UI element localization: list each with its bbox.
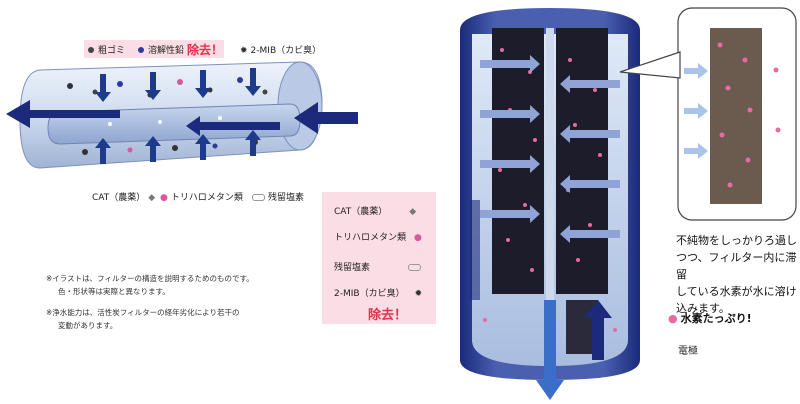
center-legend-mib: 2-MIB（カビ臭）✹	[334, 289, 423, 299]
top-legend-removed: 除去！	[187, 43, 224, 57]
top-legend-item1: 粗ゴミ	[88, 43, 125, 56]
lead-icon	[138, 47, 144, 53]
top-legend-item2: 溶解性鉛	[138, 43, 184, 56]
hydrogen-label: ●水素たっぷり!	[668, 312, 752, 325]
bubble-tail	[619, 51, 681, 79]
bottom-legend-thm: ●トリハロメタン類	[160, 193, 243, 203]
debris-icon	[88, 47, 94, 53]
thm-icon: ●	[414, 233, 422, 243]
center-legend-removed: 除去！	[368, 308, 408, 323]
inward-arrows	[480, 55, 620, 243]
bottom-legend-chlorine: 残留塩素	[252, 190, 304, 203]
description-text: 不純物をしっかりろ過し つつ、フィルター内に滞留 している水素が水に溶け 込みま…	[676, 234, 797, 315]
thm-icon: ●	[160, 193, 168, 203]
center-tube	[546, 28, 554, 318]
outflow-arrow	[6, 100, 120, 128]
center-legend-box	[322, 192, 436, 324]
carbon-closeup	[710, 28, 762, 204]
note-2: ※浄水能力は、活性炭フィルターの経年劣化により若干の 変動があります。	[46, 308, 240, 330]
chlorine-icon	[408, 264, 422, 271]
pipe-diagram	[6, 61, 358, 169]
zoom-bubble	[619, 7, 797, 221]
electrode-label: 電極	[678, 346, 698, 357]
inflow-arrow	[294, 102, 358, 134]
filter-cylinder-diagram	[460, 8, 640, 400]
hydrogen-icon: ●	[668, 312, 678, 325]
chlorine-icon	[252, 194, 265, 201]
closeup-hydrogen-dots	[717, 42, 781, 188]
top-legend-item3: ✹2-MIB（カビ臭）	[240, 46, 322, 56]
mold-icon: ✹	[414, 289, 423, 299]
mold-icon: ✹	[240, 46, 248, 56]
cat-icon: ◆	[148, 193, 156, 203]
closeup-arrows	[684, 63, 708, 159]
side-flow	[470, 200, 480, 300]
bottom-legend-cat: CAT（農薬）◆	[92, 193, 156, 203]
cat-icon: ◆	[409, 207, 417, 217]
carbon-block-right	[556, 28, 608, 294]
note-1: ※イラストは、フィルターの構造を説明するためのものです。 色・形状等は実際と異な…	[46, 274, 254, 296]
inflow-up-arrow	[584, 300, 612, 360]
outflow-down-arrow	[536, 300, 564, 400]
center-legend-cat: CAT（農薬）◆	[334, 207, 417, 217]
center-legend-thm: トリハロメタン類●	[334, 233, 422, 243]
center-legend-chlorine: 残留塩素	[334, 260, 422, 273]
up-arrows	[95, 130, 261, 164]
inner-flow-arrow	[186, 116, 280, 136]
down-arrows	[95, 68, 261, 102]
top-legend-box	[84, 40, 224, 58]
